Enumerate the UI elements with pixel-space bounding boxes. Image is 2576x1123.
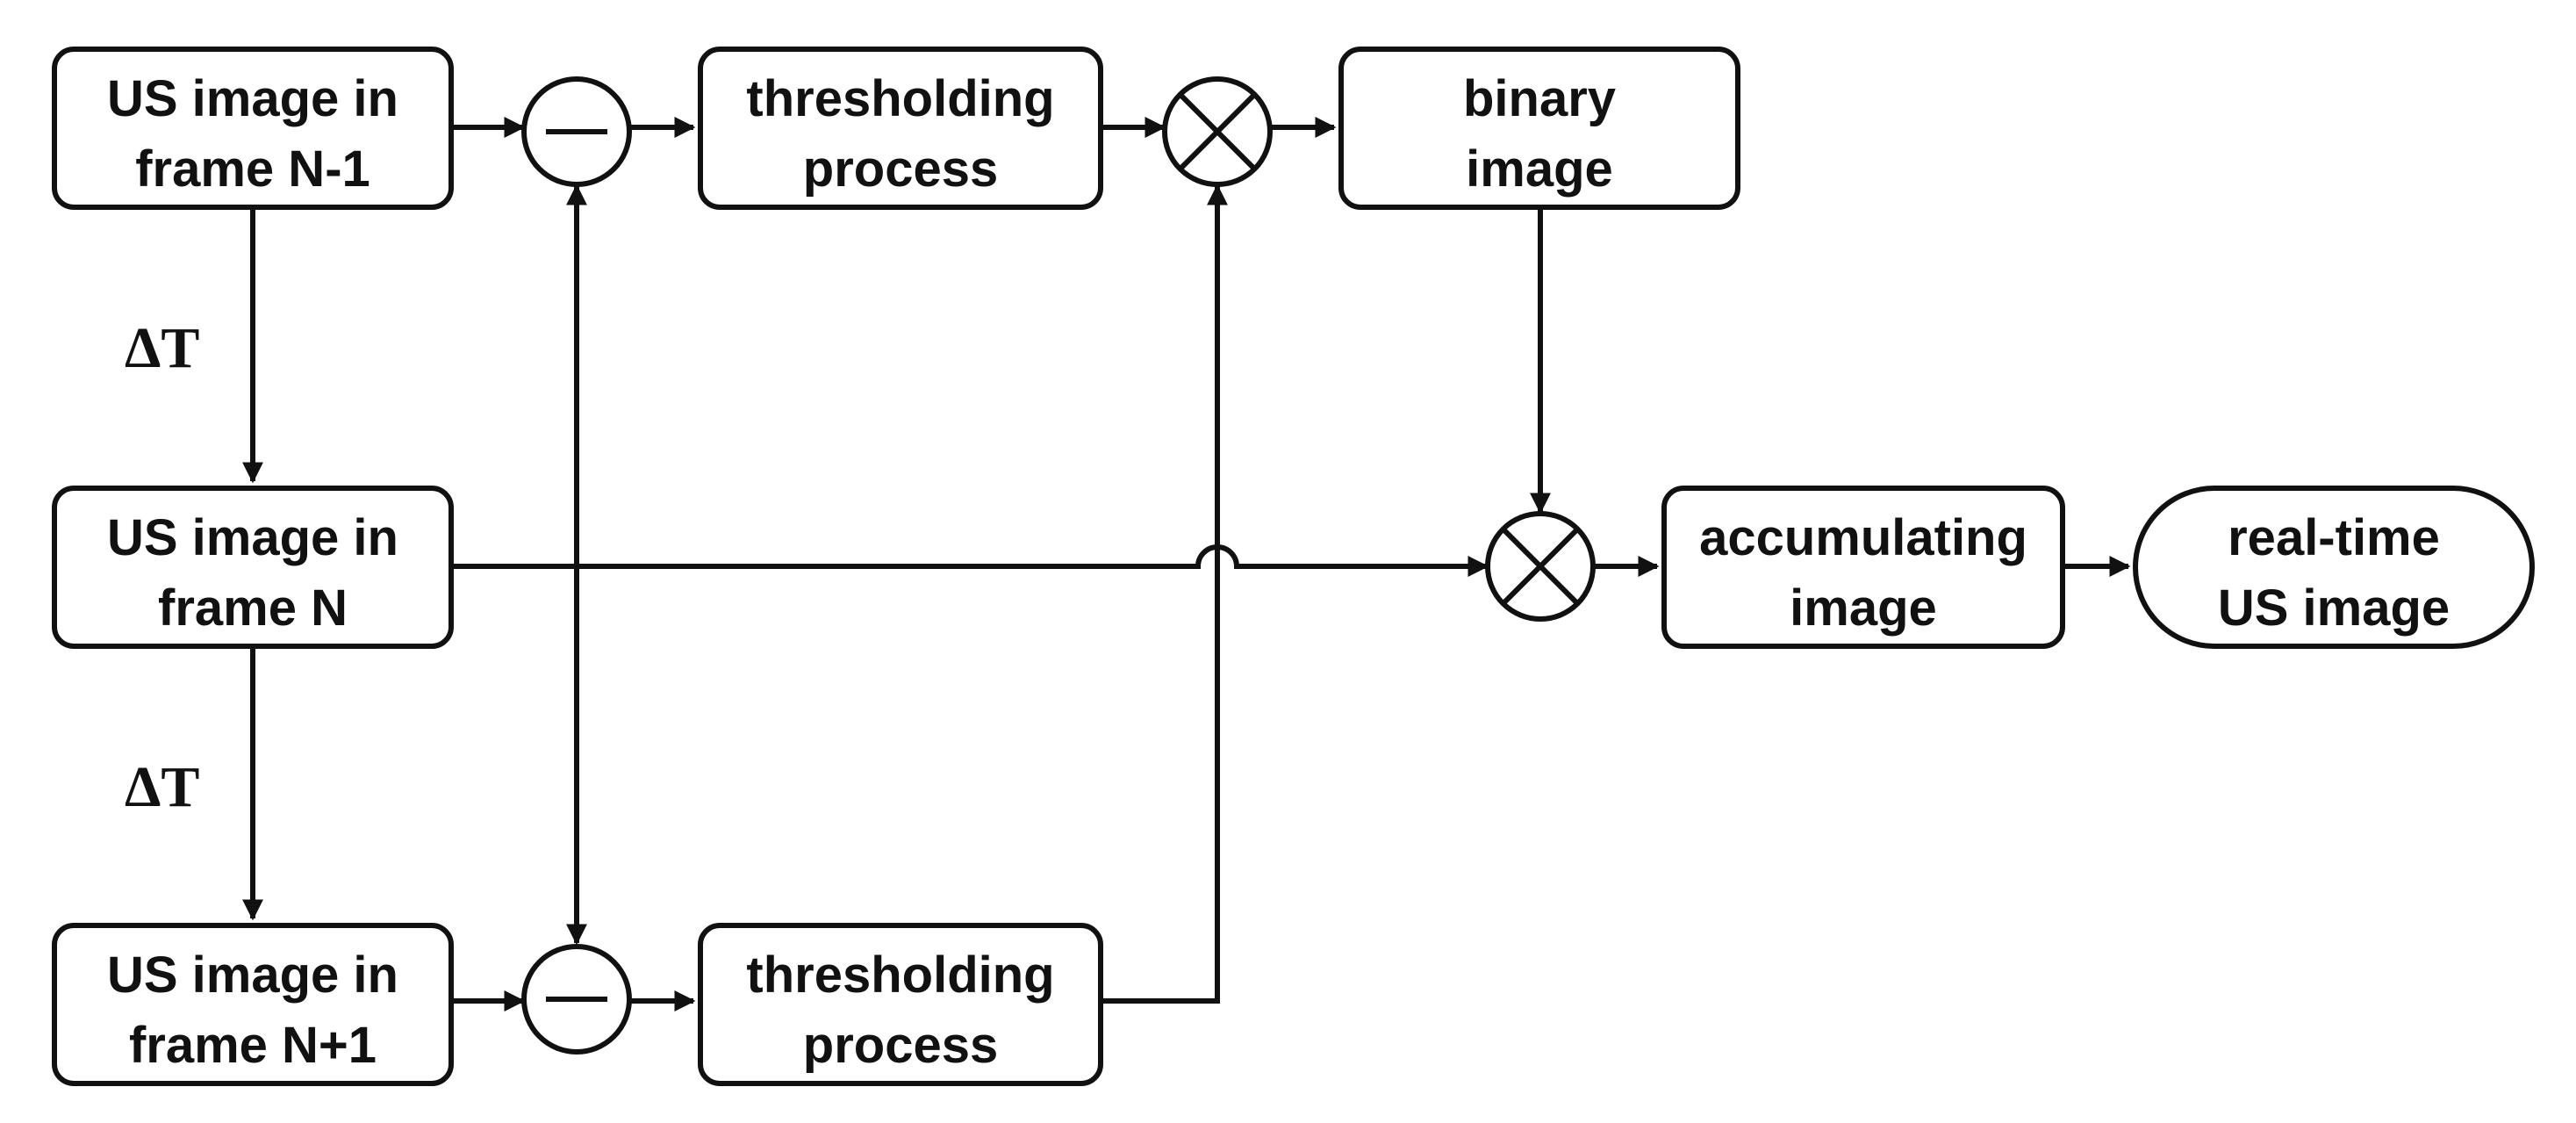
delta-t-label-bottom: ΔT (125, 755, 199, 819)
box-frame-next-line2: frame N+1 (129, 1017, 377, 1074)
arrow-frame-n-to-multiply-main (451, 544, 1489, 577)
arrow-threshold-bottom-to-multiply (1101, 184, 1228, 1004)
box-threshold-bottom-line2: process (803, 1017, 998, 1074)
box-frame-n: US image in frame N (52, 486, 454, 649)
box-threshold-bottom-line1: thresholding (746, 947, 1054, 1004)
box-accumulating-line2: image (1790, 579, 1937, 637)
subtract-bottom-node (521, 944, 632, 1055)
box-frame-prev-line2: frame N-1 (135, 140, 370, 198)
box-realtime-line1: real-time (2228, 509, 2440, 566)
box-frame-prev: US image in frame N-1 (52, 47, 454, 210)
box-threshold-top: thresholding process (698, 47, 1103, 210)
connectors (242, 117, 2131, 1011)
box-threshold-top-line1: thresholding (746, 70, 1054, 127)
box-binary-line1: binary (1463, 70, 1616, 127)
box-frame-next-line1: US image in (107, 947, 398, 1004)
multiply-main-node (1485, 511, 1596, 622)
subtract-top-node (521, 76, 632, 187)
box-realtime-line2: US image (2218, 579, 2450, 637)
box-frame-n-line2: frame N (158, 579, 348, 637)
box-frame-n-line1: US image in (107, 509, 398, 566)
delta-t-label-top: ΔT (125, 316, 199, 380)
box-threshold-top-line2: process (803, 140, 998, 198)
box-binary-line2: image (1466, 140, 1613, 198)
multiply-icon-stroke-b (1501, 527, 1580, 606)
multiply-icon-stroke-b (1178, 92, 1257, 171)
multiply-top-node (1162, 76, 1273, 187)
box-accumulating-line1: accumulating (1699, 509, 2027, 566)
box-realtime-us-image: real-time US image (2133, 486, 2535, 649)
box-frame-next: US image in frame N+1 (52, 923, 454, 1086)
box-binary-image: binary image (1338, 47, 1740, 210)
box-accumulating-image: accumulating image (1661, 486, 2065, 649)
box-frame-prev-line1: US image in (107, 70, 398, 127)
box-threshold-bottom: thresholding process (698, 923, 1103, 1086)
